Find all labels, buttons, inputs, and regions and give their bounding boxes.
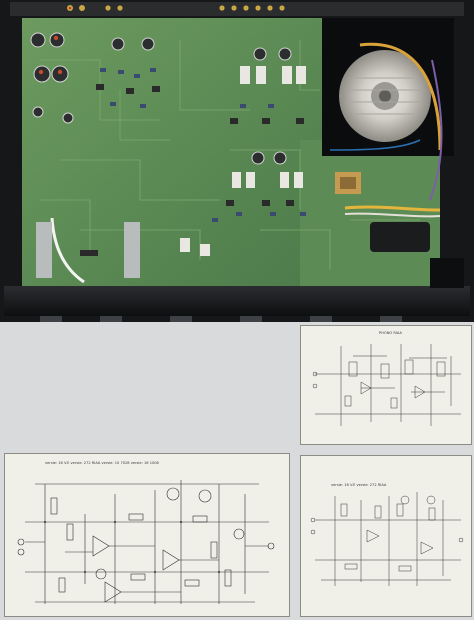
pcb-photo-svg	[4, 2, 470, 322]
rear-panel	[10, 2, 464, 16]
schematic-lower-right: versie: 16 V.E versie: 272 RIAA	[300, 455, 472, 617]
amplifier-interior-photo	[0, 0, 474, 322]
schematic-lower-right-header: versie: 16 V.E versie: 272 RIAA	[331, 483, 387, 487]
schematic-lower-left-svg: versie: 16 V.E versie: 272 RIAA versie: …	[17, 461, 275, 604]
schematic-lower-left-header: versie: 16 V.E versie: 272 RIAA versie: …	[45, 461, 160, 465]
front-panel	[4, 286, 470, 316]
schematic-upper-right-svg: PHONO RIAA	[312, 331, 461, 426]
mains-connector	[370, 222, 430, 252]
schematic-lower-right-svg: versie: 16 V.E versie: 272 RIAA	[310, 483, 464, 586]
heatsink-right	[124, 222, 140, 278]
heatsink-left	[36, 222, 52, 278]
main-pcb	[22, 18, 322, 286]
schematic-lower-left: versie: 16 V.E versie: 272 RIAA versie: …	[4, 453, 290, 617]
schematic-upper-right: PHONO RIAA	[300, 325, 472, 445]
schematic-upper-right-header: PHONO RIAA	[379, 331, 402, 335]
